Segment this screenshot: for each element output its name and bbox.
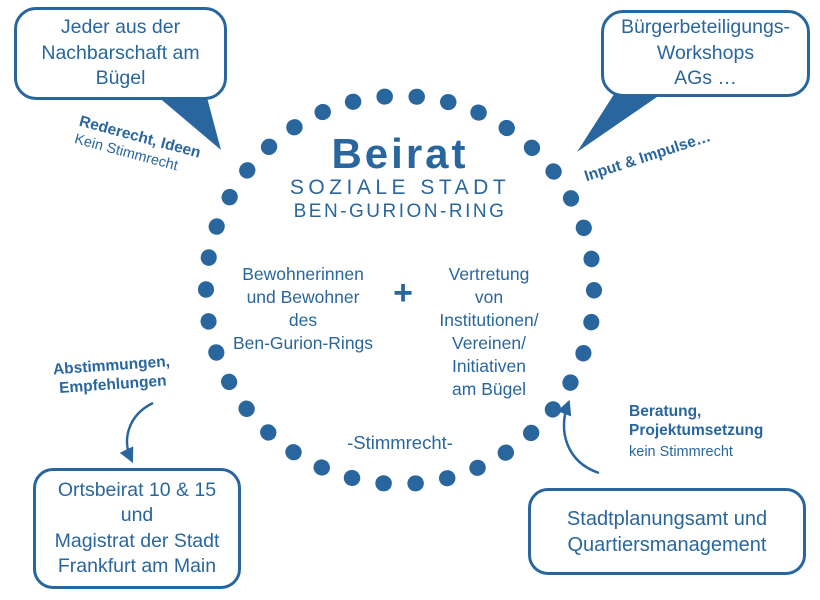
label-top-right-bold: Input & Impulse… (582, 128, 713, 186)
bubble-top-right: Bürgerbeteiligungs- Workshops AGs … (601, 10, 810, 97)
box-bottom-right: Stadtplanungsamt und Quartiersmanagement (528, 488, 806, 575)
arrow-from-stadtplanungsamt-icon (557, 399, 600, 475)
bubble-top-right-text: Bürgerbeteiligungs- Workshops AGs … (620, 16, 791, 90)
label-right-bold: Beratung, Projektumsetzung (629, 403, 764, 440)
center-subtitle-1: SOZIALE STADT (289, 176, 511, 199)
member-residents-text: Bewohnerinnen und Bewohner des Ben-Gurio… (232, 264, 374, 354)
bubble-top-left-text: Jeder aus der Nachbarschaft am Bügel (41, 16, 200, 90)
label-right: Beratung, Projektumsetzung kein Stimmrec… (629, 402, 763, 461)
center-subtitle-2: BEN-GURION-RING (293, 201, 507, 222)
plus-icon: + (393, 274, 413, 312)
box-bottom-right-text: Stadtplanungsamt und Quartiersmanagement (566, 507, 768, 556)
box-bottom-left-text: Ortsbeirat 10 & 15 und Magistrat der Sta… (54, 478, 220, 577)
member-institutions-text: Vertretung von Institutionen/ Vereinen/ … (439, 264, 539, 400)
voting-note: -Stimmrecht- (347, 432, 453, 453)
label-right-regular: kein Stimmrecht (629, 443, 733, 460)
arrow-to-ortsbeirat-icon (119, 401, 154, 464)
bubble-top-left: Jeder aus der Nachbarschaft am Bügel (14, 7, 227, 100)
box-bottom-left: Ortsbeirat 10 & 15 und Magistrat der Sta… (33, 468, 241, 589)
center-title: Beirat (331, 130, 469, 177)
label-top-left: Rederecht, Ideen Kein Stimmrecht (72, 112, 203, 181)
label-left-bold: Abstimmungen, Empfehlungen (52, 353, 171, 398)
top-right-bubble-tail-icon (577, 88, 670, 152)
